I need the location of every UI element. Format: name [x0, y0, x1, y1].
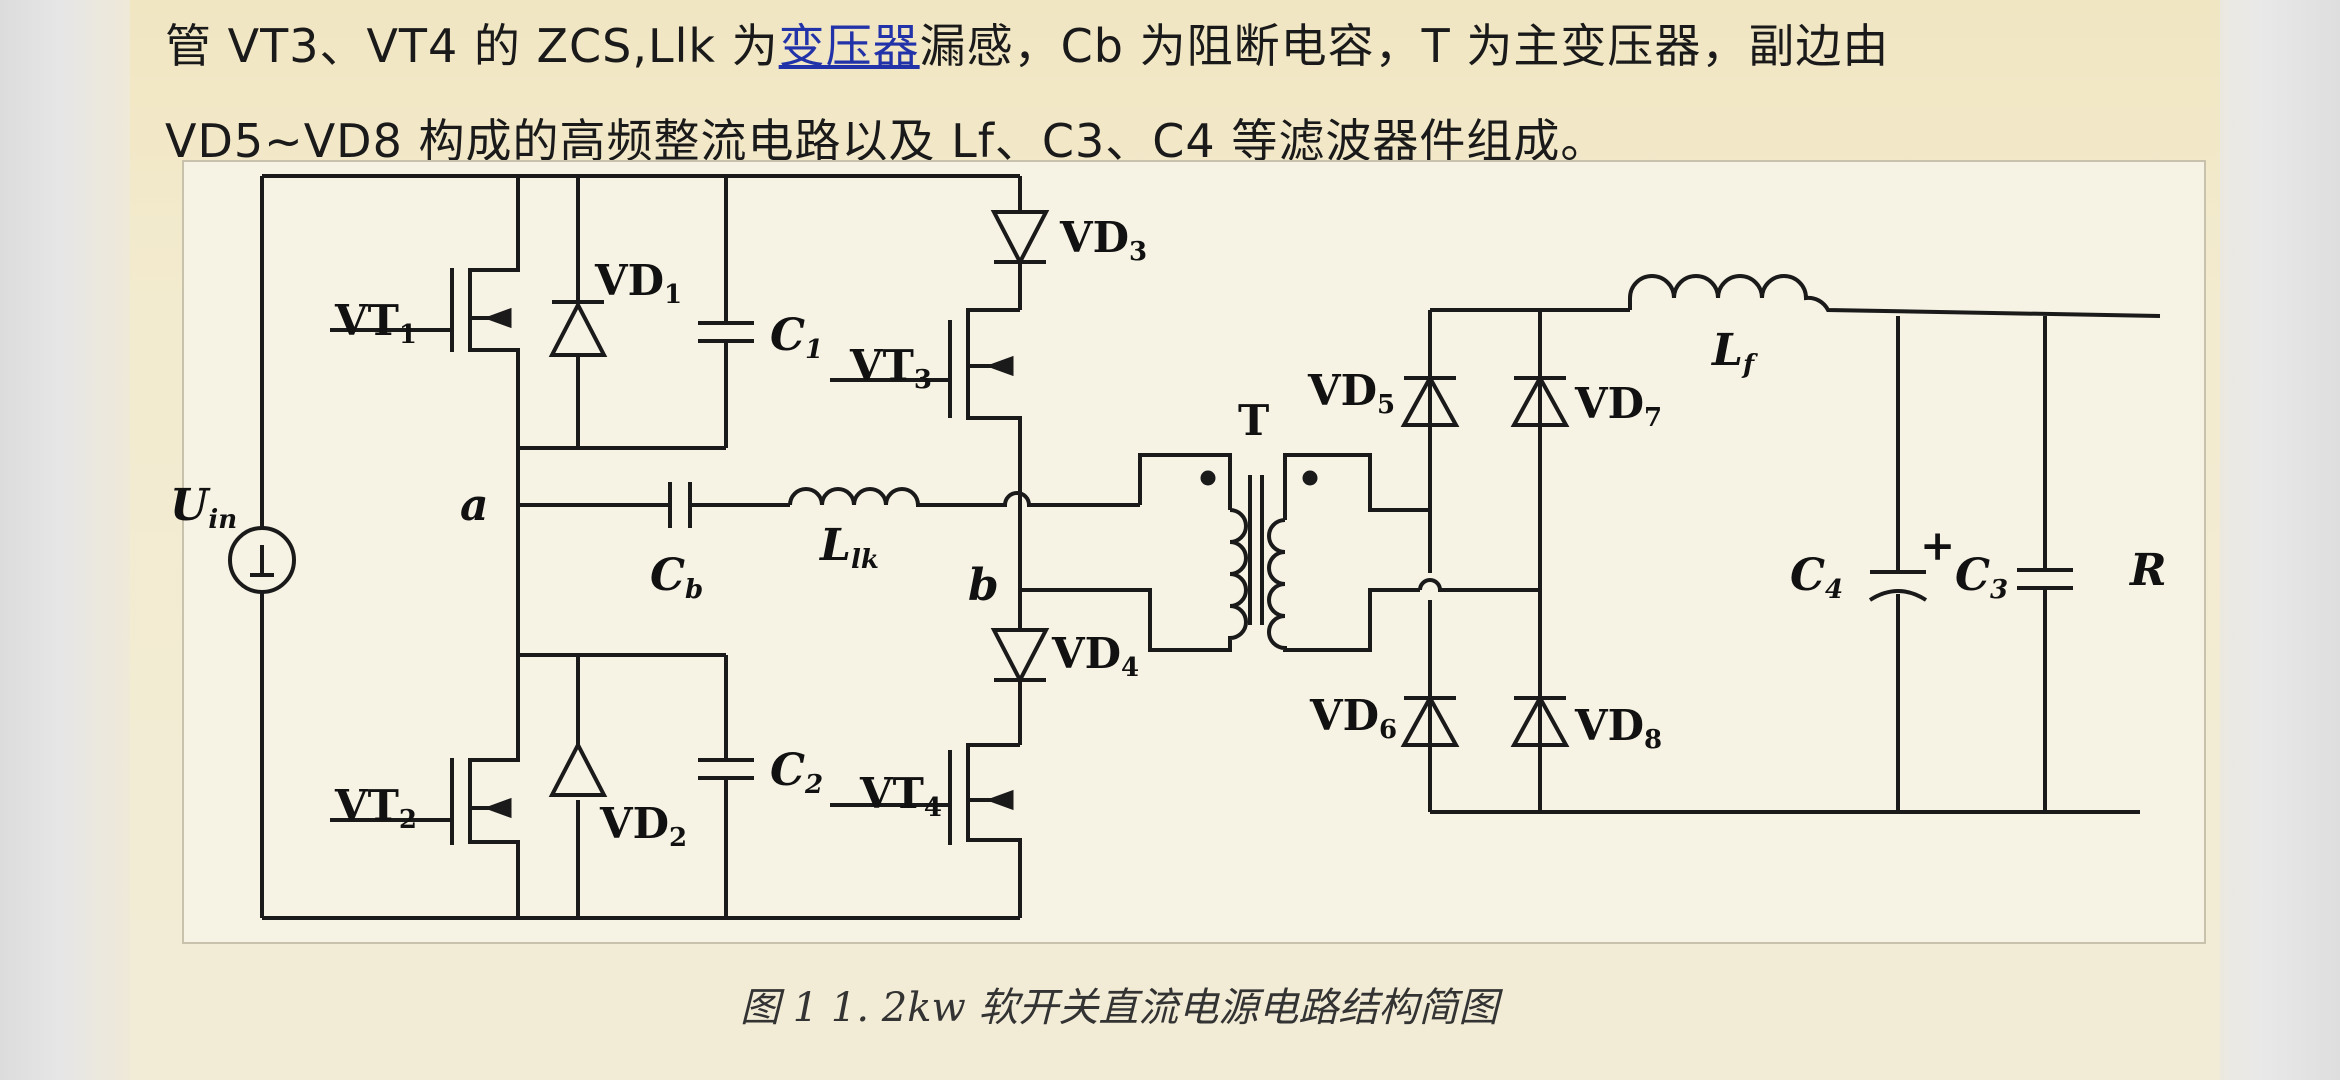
node-b-wire	[1018, 505, 1140, 592]
text-line-1-part-b: 漏感，Cb 为阻断电容，T 为主变压器，副边由	[919, 19, 1890, 73]
vd8-diode	[1510, 693, 1570, 747]
c3-capacitor	[2017, 316, 2073, 812]
label-lf: Lf	[1710, 325, 1758, 380]
c2-capacitor	[698, 655, 754, 918]
label-vd7: VD7	[1574, 379, 1662, 433]
input-source	[228, 176, 296, 918]
label-node-a: a	[460, 480, 489, 531]
label-vt1: VT1	[334, 296, 417, 350]
figure-caption: 图 1 1. 2kw 软开关直流电源电路结构简图	[740, 985, 1499, 1031]
vt4-transistor	[830, 743, 1022, 918]
label-cb: Cb	[650, 550, 703, 605]
circuit-labels: VT1 VD1 C1 VT2 VD2 C2 VD3 VT3 VD4 VT4 VD…	[170, 213, 2167, 853]
label-vt3: VT3	[849, 341, 932, 395]
label-vt2: VT2	[334, 781, 417, 835]
label-transformer-t: T	[1238, 396, 1269, 445]
vt3-transistor	[830, 308, 1022, 505]
label-node-b: b	[968, 560, 999, 611]
vd3-diode	[990, 176, 1050, 310]
cb-capacitor	[668, 482, 692, 528]
vt1-transistor	[330, 176, 520, 448]
rect-crossover	[1418, 578, 1540, 592]
vd2-diode	[548, 655, 608, 918]
vd4-diode	[990, 590, 1050, 745]
label-c2: C2	[770, 745, 823, 800]
vt2-transistor	[330, 655, 520, 918]
label-vt4: VT4	[859, 769, 942, 823]
vd5-diode	[1400, 373, 1460, 427]
transformer	[1138, 453, 1430, 652]
label-c1: C1	[770, 310, 823, 365]
c4-capacitor	[1868, 316, 1928, 812]
label-c4: C4	[1790, 550, 1843, 605]
label-r: R	[2128, 545, 2167, 596]
c1-capacitor	[698, 176, 754, 448]
label-vd4: VD4	[1051, 629, 1139, 683]
label-vd6: VD6	[1309, 691, 1397, 745]
vd6-diode	[1400, 693, 1460, 747]
text-line-1-part-a: 管 VT3、VT4 的 ZCS,Llk 为	[165, 19, 779, 73]
label-vd3: VD3	[1059, 213, 1147, 267]
label-vd5: VD5	[1307, 366, 1395, 420]
label-vd1: VD1	[594, 256, 682, 310]
label-vd2: VD2	[599, 799, 687, 853]
label-plus: +	[1920, 521, 1955, 570]
label-c3: C3	[1955, 550, 2008, 605]
label-uin: Uin	[170, 480, 237, 535]
llk-inductor	[788, 487, 1140, 507]
vd1-diode	[548, 176, 608, 448]
label-vd8: VD8	[1574, 701, 1662, 755]
lf-inductor	[1628, 274, 2161, 318]
vd7-diode	[1510, 373, 1570, 427]
node-a-wire	[516, 448, 790, 655]
text-line-1: 管 VT3、VT4 的 ZCS,Llk 为变压器漏感，Cb 为阻断电容，T 为主…	[165, 10, 1889, 76]
transformer-link[interactable]: 变压器	[778, 19, 920, 73]
label-llk: Llk	[818, 520, 879, 575]
text-line-2: VD5~VD8 构成的高频整流电路以及 Lf、C3、C4 等滤波器件组成。	[165, 114, 1608, 168]
